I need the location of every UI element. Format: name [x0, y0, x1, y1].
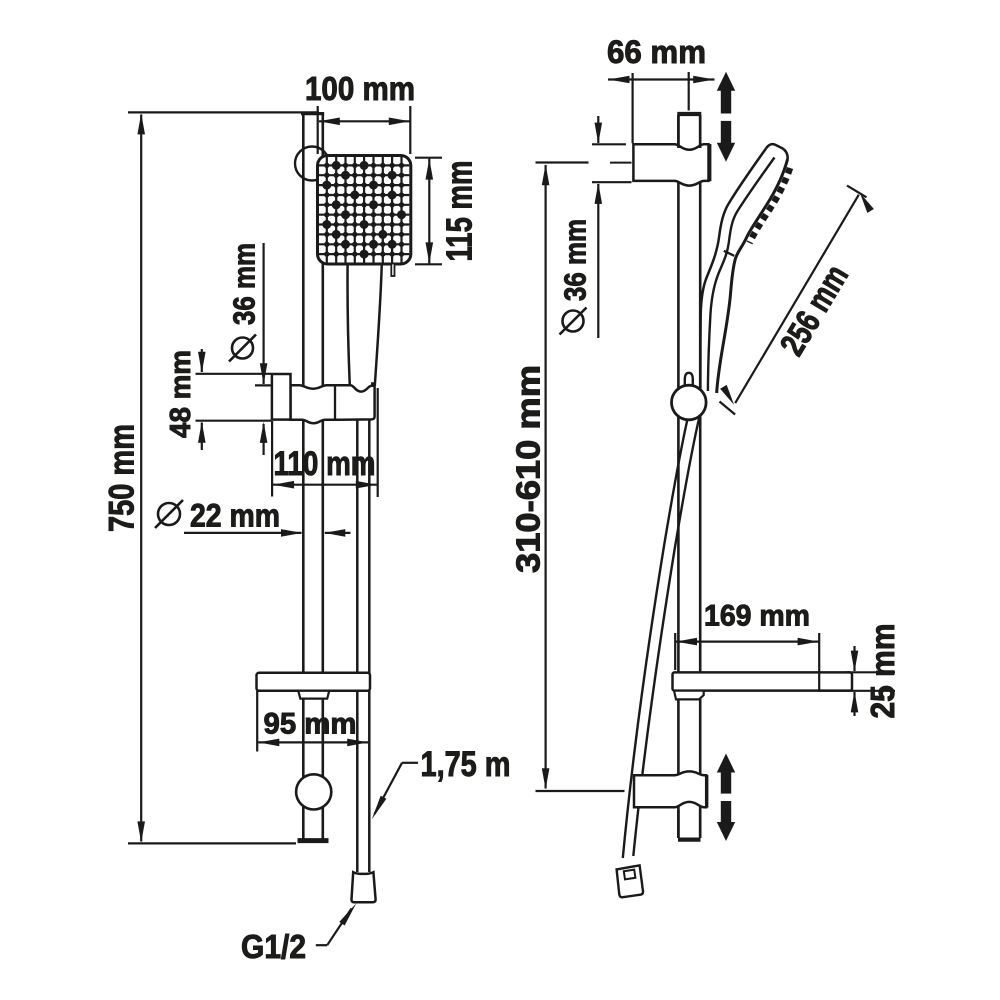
svg-text:100 mm: 100 mm [305, 70, 415, 107]
svg-text:95 mm: 95 mm [264, 708, 357, 741]
svg-text:36 mm: 36 mm [227, 243, 262, 325]
svg-text:G1/2: G1/2 [241, 928, 306, 965]
svg-text:310-610 mm: 310-610 mm [510, 365, 547, 573]
svg-text:750 mm: 750 mm [103, 424, 142, 532]
svg-text:25 mm: 25 mm [864, 624, 901, 719]
svg-text:22 mm: 22 mm [190, 498, 280, 534]
svg-text:110 mm: 110 mm [274, 445, 376, 483]
svg-text:48 mm: 48 mm [165, 350, 197, 438]
svg-text:36 mm: 36 mm [558, 219, 593, 301]
svg-text:1,75 m: 1,75 m [421, 745, 511, 784]
svg-text:115 mm: 115 mm [439, 161, 480, 262]
svg-text:169 mm: 169 mm [704, 600, 810, 633]
svg-text:66 mm: 66 mm [607, 34, 706, 70]
